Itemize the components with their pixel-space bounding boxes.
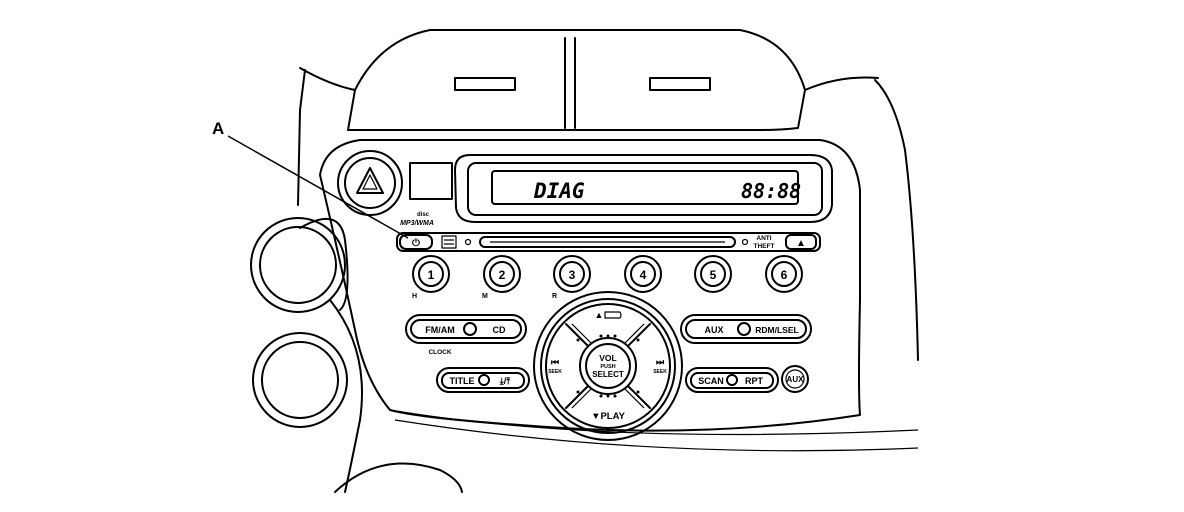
vol-label: VOL	[599, 353, 616, 363]
preset-buttons: 1 H 2 M 3 R 4 5 6	[412, 255, 803, 300]
preset-2-label: 2	[499, 268, 506, 282]
preset-button-5[interactable]: 5	[694, 255, 732, 293]
display-mode-text: DIAG	[533, 179, 585, 203]
anti-theft-label-2: THEFT	[754, 243, 775, 250]
seek-back-button[interactable]: ⏮ SEEK	[548, 357, 562, 375]
clock-label: CLOCK	[428, 349, 451, 356]
push-label: PUSH	[600, 364, 615, 370]
play-label: ▼PLAY	[591, 411, 626, 422]
top-vent-housing	[299, 29, 879, 131]
preset-4-label: 4	[640, 268, 647, 282]
display-clock-text: 88:88	[741, 179, 801, 203]
seek-forward-icon: ⏭	[656, 357, 665, 367]
power-button[interactable]: ⏻	[399, 234, 433, 250]
knob-dot-marks	[576, 334, 640, 398]
aux-label: AUX	[704, 325, 723, 335]
up-arrow-icon: ▲	[595, 310, 604, 320]
knob-up-button[interactable]: ▲	[595, 310, 622, 320]
preset-6-label: 6	[781, 268, 788, 282]
title-folder-button[interactable]: TITLE ⤓/⤒	[436, 367, 530, 393]
knob-down-play-button[interactable]: ▼PLAY	[591, 411, 626, 422]
scan-label: SCAN	[698, 376, 724, 386]
anti-theft-label-1: ANTI	[756, 235, 771, 242]
preset-button-3[interactable]: 3 R	[552, 255, 591, 300]
scan-rpt-button[interactable]: SCAN RPT	[685, 367, 779, 393]
left-lower-vent	[252, 332, 348, 428]
cd-label: CD	[493, 325, 506, 335]
left-round-vent	[250, 217, 346, 313]
select-label: SELECT	[592, 370, 624, 379]
eject-button[interactable]: ▲	[785, 234, 817, 250]
preset-button-4[interactable]: 4	[624, 255, 662, 293]
seek-right-label: SEEK	[653, 369, 667, 375]
seek-forward-button[interactable]: ⏭ SEEK	[653, 357, 667, 375]
aux-rdm-button[interactable]: AUX RDM/LSEL	[680, 314, 812, 344]
eject-icon: ▲	[796, 238, 806, 249]
preset-button-2[interactable]: 2 M	[482, 255, 521, 300]
preset-3-sub: R	[552, 293, 557, 300]
rpt-label: RPT	[745, 376, 764, 386]
anti-theft-led	[741, 238, 749, 246]
folder-icon	[604, 311, 622, 319]
preset-3-label: 3	[569, 268, 576, 282]
preset-2-sub: M	[482, 293, 488, 300]
preset-1-sub: H	[412, 293, 417, 300]
radio-faceplate	[319, 139, 861, 432]
disc-icon	[441, 235, 457, 249]
power-icon: ⏻	[412, 237, 420, 249]
disc-slot-strip	[396, 232, 821, 252]
indicator-led-left	[464, 238, 472, 246]
media-label-top: disc	[417, 212, 430, 218]
callout-a: A	[212, 119, 409, 239]
title-label: TITLE	[450, 376, 475, 386]
hazard-button[interactable]	[337, 150, 403, 216]
fm-am-cd-button[interactable]: FM/AM CD	[405, 314, 527, 344]
preset-button-1[interactable]: 1 H	[412, 255, 450, 300]
aux-jack-label: AUX	[787, 375, 805, 384]
preset-1-label: 1	[428, 268, 435, 282]
lcd-display: DIAG 88:88	[454, 154, 833, 223]
seek-left-label: SEEK	[548, 369, 562, 375]
vol-push-select-knob[interactable]	[579, 337, 637, 395]
preset-button-6[interactable]: 6	[765, 255, 803, 293]
cd-slot	[479, 236, 736, 248]
seek-back-icon: ⏮	[551, 357, 559, 367]
rdm-lsel-label: RDM/LSEL	[755, 325, 798, 335]
aux-jack[interactable]: AUX	[781, 365, 809, 393]
media-label: MP3/WMA	[400, 220, 434, 227]
callout-a-label: A	[212, 119, 224, 138]
sensor-window	[409, 162, 453, 200]
preset-5-label: 5	[710, 268, 717, 282]
fm-am-label: FM/AM	[425, 325, 455, 335]
folder-label: ⤓/⤒	[499, 376, 511, 386]
volume-select-knob[interactable]: VOL PUSH SELECT	[533, 291, 683, 441]
